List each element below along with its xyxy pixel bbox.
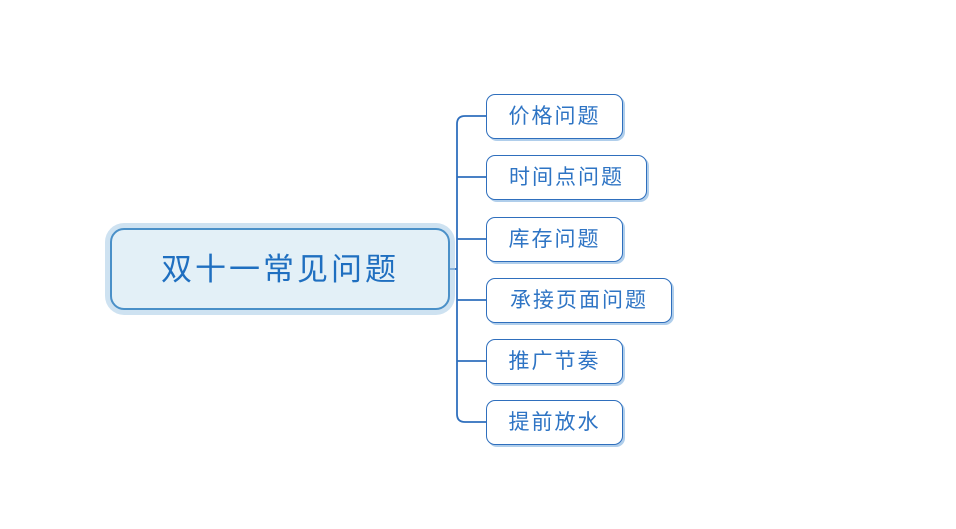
child-node-4[interactable]: 承接页面问题 — [486, 278, 672, 323]
root-node-label: 双十一常见问题 — [161, 251, 399, 287]
child-node-label: 库存问题 — [508, 227, 601, 251]
child-node-3[interactable]: 库存问题 — [486, 217, 623, 262]
child-node-label: 价格问题 — [508, 104, 601, 128]
child-node-1[interactable]: 价格问题 — [486, 94, 623, 139]
child-node-label: 提前放水 — [508, 410, 601, 434]
child-node-label: 承接页面问题 — [510, 288, 648, 312]
child-node-2[interactable]: 时间点问题 — [486, 155, 647, 200]
child-node-label: 推广节奏 — [508, 349, 601, 373]
child-node-6[interactable]: 提前放水 — [486, 400, 623, 445]
child-node-label: 时间点问题 — [509, 165, 624, 189]
root-node[interactable]: 双十一常见问题 — [110, 228, 450, 310]
child-node-5[interactable]: 推广节奏 — [486, 339, 623, 384]
